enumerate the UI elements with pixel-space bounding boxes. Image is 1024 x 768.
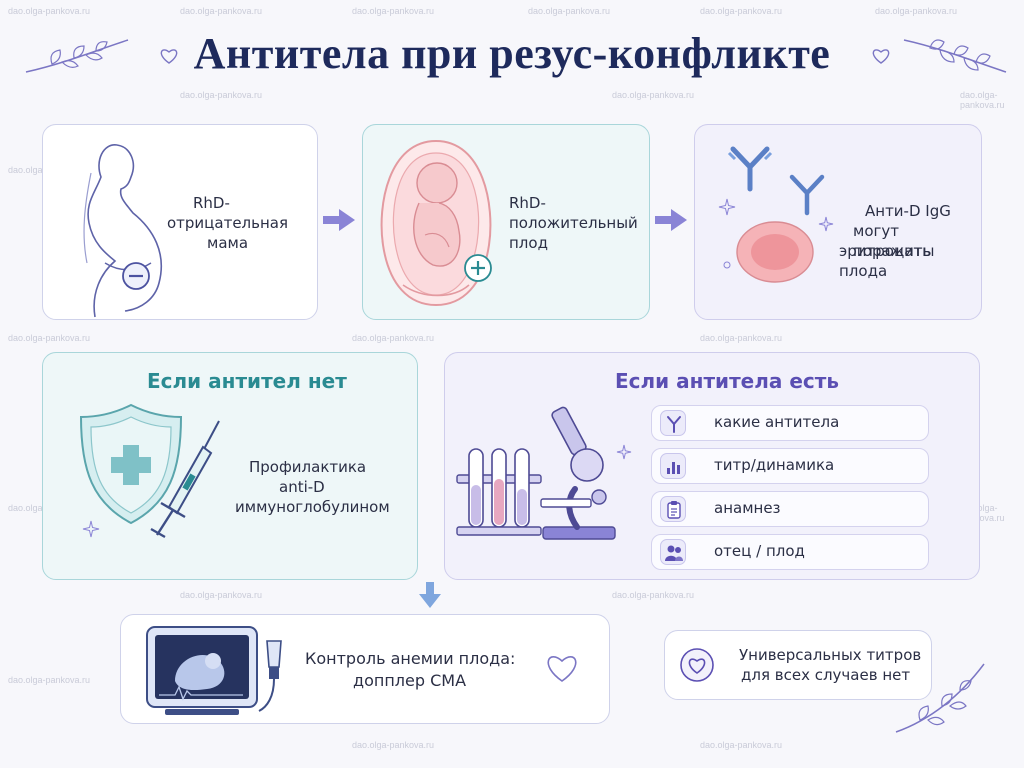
watermark: dao.olga-pankova.ru: [8, 6, 91, 16]
dot-icon: [723, 261, 731, 269]
has-antibodies-card: Если антитела есть какие антитела: [444, 352, 980, 580]
pregnant-woman-icon: [83, 144, 163, 318]
note-card: Универсальных титров для всех случаев не…: [664, 630, 932, 700]
branch-decoration-corner: [895, 663, 985, 733]
watermark: dao.olga-pankova.ru: [700, 333, 783, 343]
watermark: dao.olga-pankova.ru: [528, 6, 611, 16]
list-item-antibody-type: какие антитела: [651, 405, 929, 441]
mother-line2: отрицательная: [167, 214, 289, 232]
monitoring-line2: допплер СМА: [353, 671, 467, 690]
sparkle-icon: [818, 216, 834, 232]
list-item-label: отец / плод: [714, 542, 805, 560]
arrow-right-icon: [323, 209, 355, 231]
antibody-icon: [727, 146, 773, 192]
mother-line1: RhD-: [193, 194, 230, 212]
test-tubes-icon: [456, 448, 542, 536]
prophylaxis-line1: Профилактика: [249, 458, 367, 476]
watermark: dao.olga-pankova.ru: [700, 740, 783, 750]
list-item-titer: титр/динамика: [651, 448, 929, 484]
clipboard-icon: [660, 496, 686, 522]
page-title: Антитела при резус-конфликте: [193, 29, 831, 78]
note-line2: для всех случаев нет: [741, 666, 911, 684]
fetus-line1: RhD-: [509, 194, 546, 212]
red-blood-cell-icon: [736, 221, 814, 283]
shield-cross-icon: [79, 403, 183, 525]
syringe-icon: [150, 420, 220, 539]
watermark: dao.olga-pankova.ru: [960, 90, 1005, 110]
watermark: dao.olga-pankova.ru: [180, 6, 263, 16]
antibody-card: Анти-D IgG могут поражать эритроциты пло…: [694, 124, 982, 320]
mother-line3: мама: [207, 234, 249, 252]
antibody-icon: [789, 174, 825, 216]
list-item-label: какие антитела: [714, 413, 840, 431]
watermark: dao.olga-pankova.ru: [352, 6, 435, 16]
list-item-father-fetus: отец / плод: [651, 534, 929, 570]
antibody-line2: могут поражать: [853, 222, 931, 260]
monitoring-line1: Контроль анемии плода:: [305, 649, 516, 668]
no-antibodies-card: Если антител нет Профилактика anti-D имм…: [42, 352, 418, 580]
watermark: dao.olga-pankova.ru: [8, 333, 91, 343]
ultrasound-monitor-icon: [146, 626, 258, 715]
heart-badge-icon: [680, 648, 714, 682]
fetus-line3: плод: [509, 234, 548, 252]
fetus-in-womb-icon: [380, 139, 492, 307]
heart-icon: [547, 656, 577, 682]
has-antibodies-heading: Если антитела есть: [615, 369, 839, 393]
list-item-history: анамнез: [651, 491, 929, 527]
watermark: dao.olga-pankova.ru: [875, 6, 958, 16]
heart-icon: [872, 49, 890, 64]
watermark: dao.olga-pankova.ru: [180, 90, 263, 100]
antibody-line3: эритроциты плода: [839, 242, 935, 280]
arrow-down-icon: [419, 582, 441, 608]
list-item-label: титр/динамика: [714, 456, 835, 474]
antibody-icon: [660, 410, 686, 436]
monitoring-card: Контроль анемии плода: допплер СМА: [120, 614, 610, 724]
sparkle-icon: [718, 198, 736, 216]
minus-icon: [122, 262, 150, 290]
ultrasound-probe-icon: [258, 640, 282, 712]
watermark: dao.olga-pankova.ru: [700, 6, 783, 16]
fetus-card: RhD- положительный плод: [362, 124, 650, 320]
prophylaxis-line2: anti-D: [279, 478, 325, 496]
mother-card: RhD- отрицательная мама: [42, 124, 318, 320]
note-line1: Универсальных титров: [739, 646, 922, 664]
branch-decoration-left: [25, 39, 129, 73]
heart-icon: [160, 49, 178, 64]
sparkle-icon: [616, 444, 632, 460]
antibody-line1: Анти-D IgG: [865, 202, 951, 220]
sparkle-icon: [82, 520, 100, 538]
watermark: dao.olga-pankova.ru: [612, 90, 695, 100]
watermark: dao.olga-pankova.ru: [352, 740, 435, 750]
people-icon: [660, 539, 686, 565]
list-item-label: анамнез: [714, 499, 781, 517]
watermark: dao.olga-pankova.ru: [612, 590, 695, 600]
watermark: dao.olga-pankova.ru: [8, 675, 91, 685]
bar-chart-icon: [660, 453, 686, 479]
watermark: dao.olga-pankova.ru: [180, 590, 263, 600]
arrow-right-icon: [655, 209, 687, 231]
branch-decoration-right: [903, 39, 1007, 73]
fetus-line2: положительный: [509, 214, 638, 232]
no-antibodies-heading: Если антител нет: [147, 369, 347, 393]
microscope-icon: [540, 406, 616, 540]
prophylaxis-line3: иммуноглобулином: [235, 498, 390, 516]
watermark: dao.olga-pankova.ru: [352, 333, 435, 343]
plus-icon: [464, 254, 492, 282]
